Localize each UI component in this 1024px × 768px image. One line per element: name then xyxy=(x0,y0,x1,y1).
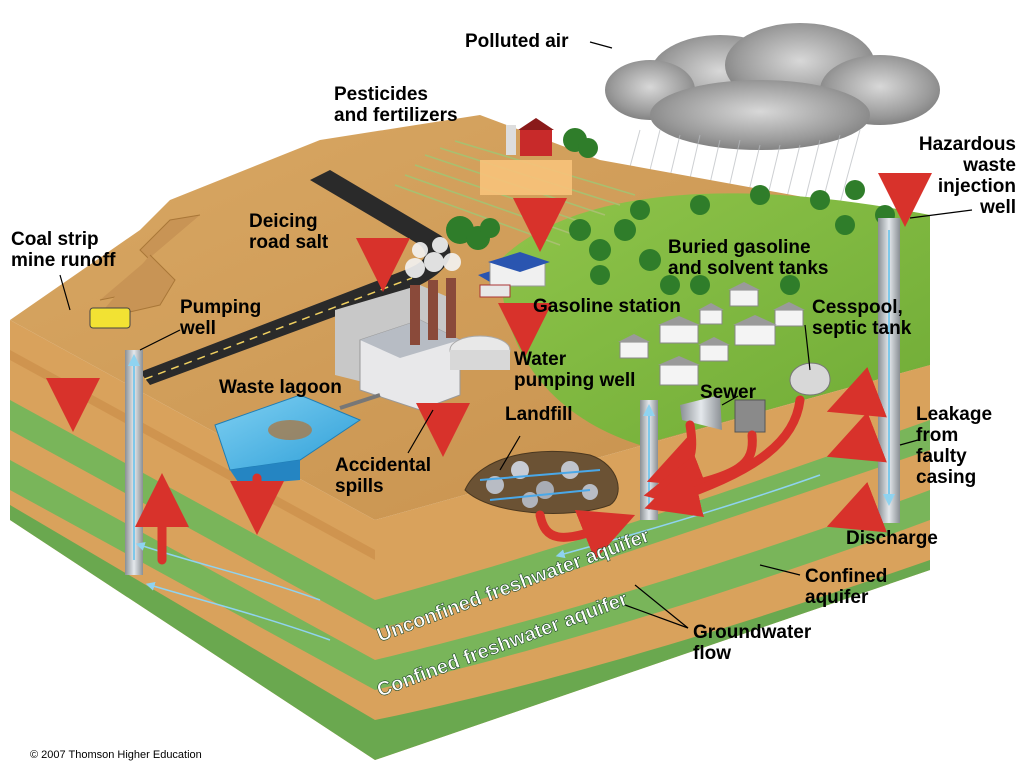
block-right-face xyxy=(375,365,930,760)
bulldozer xyxy=(89,307,131,329)
factory xyxy=(335,278,511,411)
smoke xyxy=(405,237,461,278)
block-left-face xyxy=(10,320,375,760)
houses xyxy=(619,289,804,386)
landfill-label: Landfill xyxy=(505,404,573,425)
gasoline-station-label: Gasoline station xyxy=(533,296,681,317)
sewer-label: Sewer xyxy=(700,382,756,403)
house-roofs xyxy=(618,282,805,365)
landfill-pit xyxy=(464,450,619,514)
polluted-cloud xyxy=(605,23,940,150)
waste-lagoon-label: Waste lagoon xyxy=(219,377,342,398)
waste-lagoon xyxy=(214,394,362,485)
barn xyxy=(506,118,554,156)
cesspool-label: Cesspool,septic tank xyxy=(812,297,912,339)
pesticide-area xyxy=(480,160,572,195)
discharge-label: Discharge xyxy=(846,528,938,549)
pollutant-arrows xyxy=(46,173,932,565)
copyright-credit: © 2007 Thomson Higher Education xyxy=(30,749,202,761)
gas-station-building xyxy=(478,252,550,298)
polluted-air-label: Polluted air xyxy=(465,31,569,52)
leader-lines xyxy=(59,41,973,629)
